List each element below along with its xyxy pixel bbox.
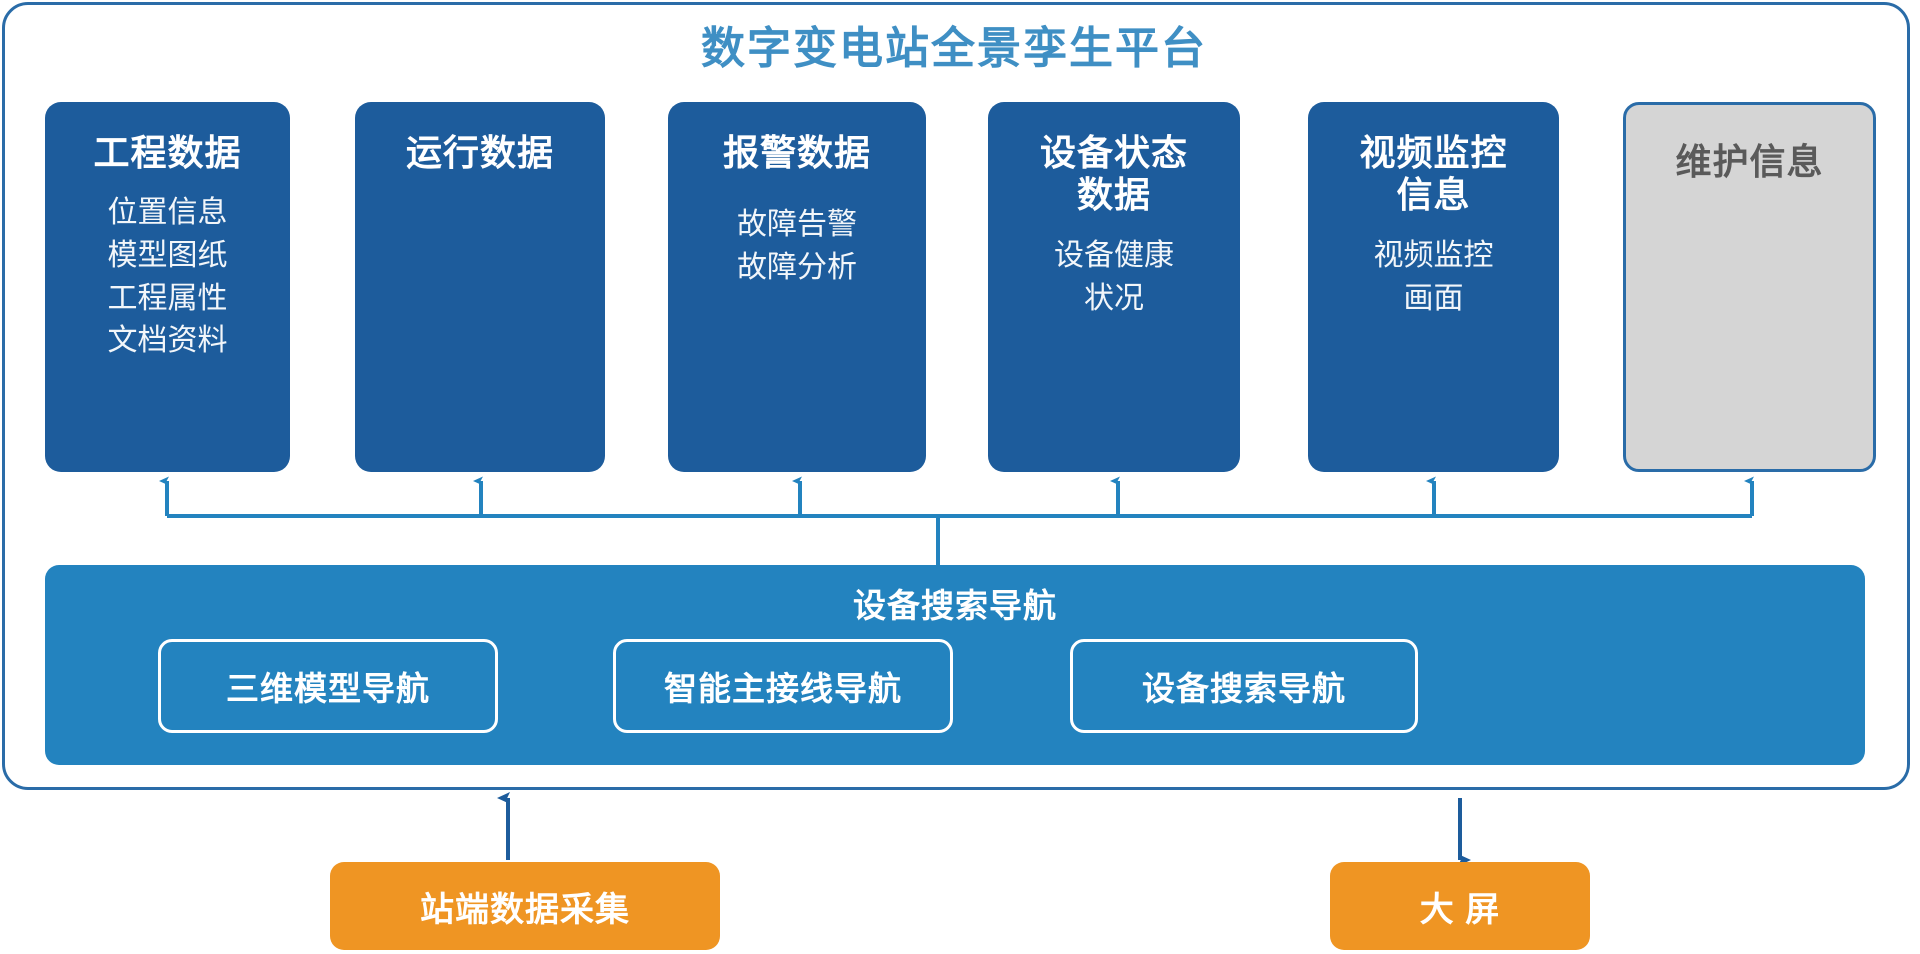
- card-maintenance-info[interactable]: 维护信息: [1623, 102, 1876, 472]
- card-subitem: 工程属性: [107, 281, 228, 315]
- card-subitems: 视频监控 画面: [1374, 235, 1494, 320]
- nav-button-label: 智能主接线导航: [664, 670, 902, 707]
- card-title-line: 数据: [1076, 174, 1151, 216]
- card-subitem: 故障分析: [737, 251, 857, 285]
- nav-button-device-search[interactable]: 设备搜索导航: [1070, 639, 1418, 733]
- device-search-navigation-bar: 设备搜索导航 三维模型导航 智能主接线导航 设备搜索导航: [45, 565, 1865, 765]
- navbar-title: 设备搜索导航: [853, 587, 1057, 624]
- card-subitems: 故障告警 故障分析: [737, 204, 857, 289]
- card-device-status-data[interactable]: 设备状态 数据 设备健康 状况: [988, 102, 1240, 472]
- box-station-data-collection[interactable]: 站端数据采集: [330, 862, 720, 950]
- card-subitem: 故障告警: [737, 208, 857, 242]
- card-title: 维护信息: [1675, 141, 1824, 182]
- nav-button-label: 三维模型导航: [226, 670, 430, 707]
- card-subitem: 状况: [1084, 281, 1144, 315]
- card-subitem: 设备健康: [1054, 238, 1174, 272]
- card-title: 报警数据: [722, 132, 871, 173]
- card-subitem: 视频监控: [1373, 238, 1494, 272]
- card-operation-data[interactable]: 运行数据: [355, 102, 605, 472]
- nav-button-3d-model[interactable]: 三维模型导航: [158, 639, 498, 733]
- card-subitem: 画面: [1403, 281, 1464, 315]
- nav-button-label: 设备搜索导航: [1142, 670, 1346, 707]
- card-title: 视频监控 信息: [1359, 132, 1507, 217]
- card-title: 运行数据: [405, 132, 554, 173]
- box-big-screen[interactable]: 大 屏: [1330, 862, 1590, 950]
- card-subitems: 位置信息 模型图纸 工程属性 文档资料: [108, 192, 228, 362]
- card-title-line: 信息: [1396, 174, 1471, 216]
- card-alarm-data[interactable]: 报警数据 故障告警 故障分析: [668, 102, 926, 472]
- card-subitem: 文档资料: [107, 324, 228, 358]
- card-subitem: 位置信息: [107, 196, 228, 230]
- nav-button-smart-main-wiring[interactable]: 智能主接线导航: [613, 639, 953, 733]
- card-title-line: 视频监控: [1359, 132, 1508, 173]
- box-label: 站端数据采集: [420, 890, 630, 929]
- card-video-surveillance-info[interactable]: 视频监控 信息 视频监控 画面: [1308, 102, 1559, 472]
- box-label: 大 屏: [1419, 890, 1501, 929]
- page-title: 数字变电站全景孪生平台: [701, 24, 1207, 73]
- card-title: 设备状态 数据: [1040, 132, 1188, 217]
- card-title-line: 设备状态: [1039, 132, 1188, 173]
- card-title: 工程数据: [93, 132, 242, 173]
- card-engineering-data[interactable]: 工程数据 位置信息 模型图纸 工程属性 文档资料: [45, 102, 290, 472]
- card-subitem: 模型图纸: [107, 239, 228, 273]
- card-subitems: 设备健康 状况: [1054, 235, 1174, 320]
- data-card-row: 工程数据 位置信息 模型图纸 工程属性 文档资料 运行数据 报警数据 故障告警 …: [0, 102, 1908, 472]
